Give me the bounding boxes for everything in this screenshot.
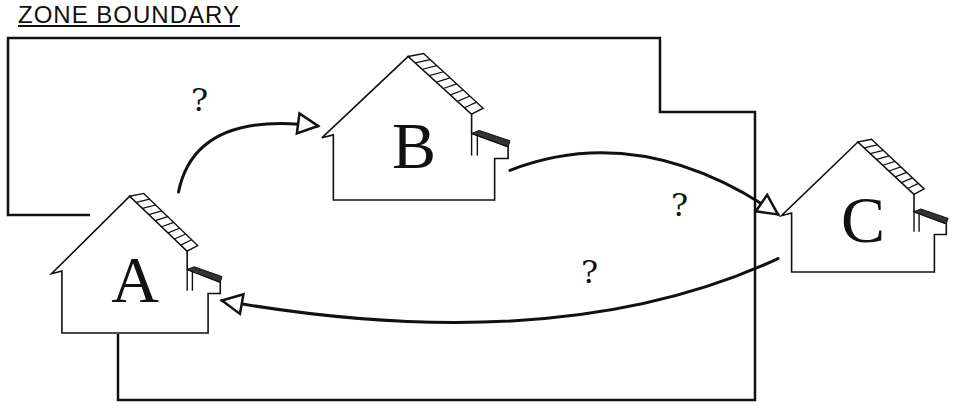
roof-hatch (908, 183, 919, 188)
arrow-head (222, 294, 243, 314)
house-label: A (48, 247, 222, 313)
house-label: C (778, 187, 948, 253)
wall-line (477, 135, 478, 156)
wall-line (918, 213, 919, 232)
zone-title: ZONE BOUNDARY (18, 1, 240, 29)
zone-line (8, 38, 755, 400)
edge-label: ? (188, 83, 211, 117)
roof-hatch (136, 199, 150, 202)
wall-line (471, 133, 472, 155)
arrow-head (297, 114, 318, 134)
roof-hatch (181, 240, 192, 245)
roof-hatch (168, 228, 180, 233)
roof-hatch (149, 211, 162, 215)
house-label: B (318, 113, 510, 179)
roof-edge (408, 53, 483, 114)
roof-hatch (458, 96, 470, 101)
roof-hatch (174, 234, 185, 239)
wall-line (192, 271, 193, 291)
flow-arrow (222, 259, 778, 323)
roof-hatch (143, 205, 156, 208)
house-node: A (48, 192, 222, 333)
roof-hatch (864, 145, 877, 148)
flow-arrow (179, 114, 319, 192)
edge-label: ? (668, 188, 691, 222)
house-node: B (318, 52, 510, 200)
arrow-shaft (510, 153, 778, 215)
roof-edge (130, 193, 198, 251)
flow-arrow (510, 153, 778, 215)
roof-hatch (155, 217, 167, 221)
edge-label: ? (578, 255, 601, 289)
roof-hatch (889, 167, 901, 171)
zone-region: ZONE BOUNDARYAB (8, 38, 756, 402)
roof-hatch (895, 172, 906, 176)
roof-hatch (883, 161, 895, 165)
roof-hatch (422, 66, 437, 70)
roof-hatch (429, 72, 443, 76)
arrow-shaft (222, 259, 778, 323)
roof-hatch (877, 156, 889, 160)
roof-edge (858, 139, 924, 194)
wall-line (186, 270, 187, 291)
wall-line (913, 212, 914, 232)
roof-hatch (465, 102, 477, 108)
roof-hatch (436, 78, 450, 82)
roof-hatch (450, 90, 463, 95)
house-node: C (778, 138, 948, 272)
roof-hatch (162, 222, 174, 226)
roof-hatch (870, 150, 883, 153)
roof-hatch (415, 60, 430, 63)
arrow-head (756, 195, 778, 215)
roof-hatch (443, 84, 456, 89)
roof-hatch (902, 178, 913, 183)
